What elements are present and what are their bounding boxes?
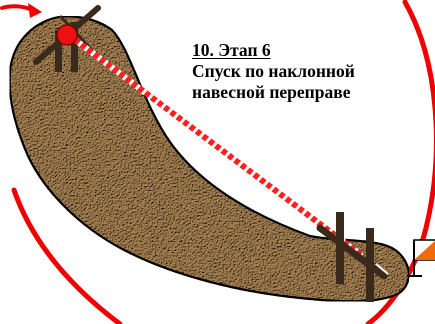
route-arc-left xyxy=(11,187,123,324)
red-dot-icon xyxy=(56,24,78,46)
orienteering-flag-icon xyxy=(408,239,435,277)
stage-description-line-2: навесной переправе xyxy=(192,82,351,102)
stage-title: 10. Этап 6 xyxy=(192,40,271,60)
traverse-rope xyxy=(67,33,363,257)
arrowhead-icon xyxy=(28,3,42,18)
stage-description-line-1: Спуск по наклонной xyxy=(192,61,355,81)
stage-caption: 10. Этап 6 Спуск по наклонной навесной п… xyxy=(192,40,432,103)
route-arc-right xyxy=(365,0,435,324)
stone-terrain xyxy=(8,15,410,303)
end-anchor-posts xyxy=(316,212,389,302)
route-arrow xyxy=(0,3,42,18)
